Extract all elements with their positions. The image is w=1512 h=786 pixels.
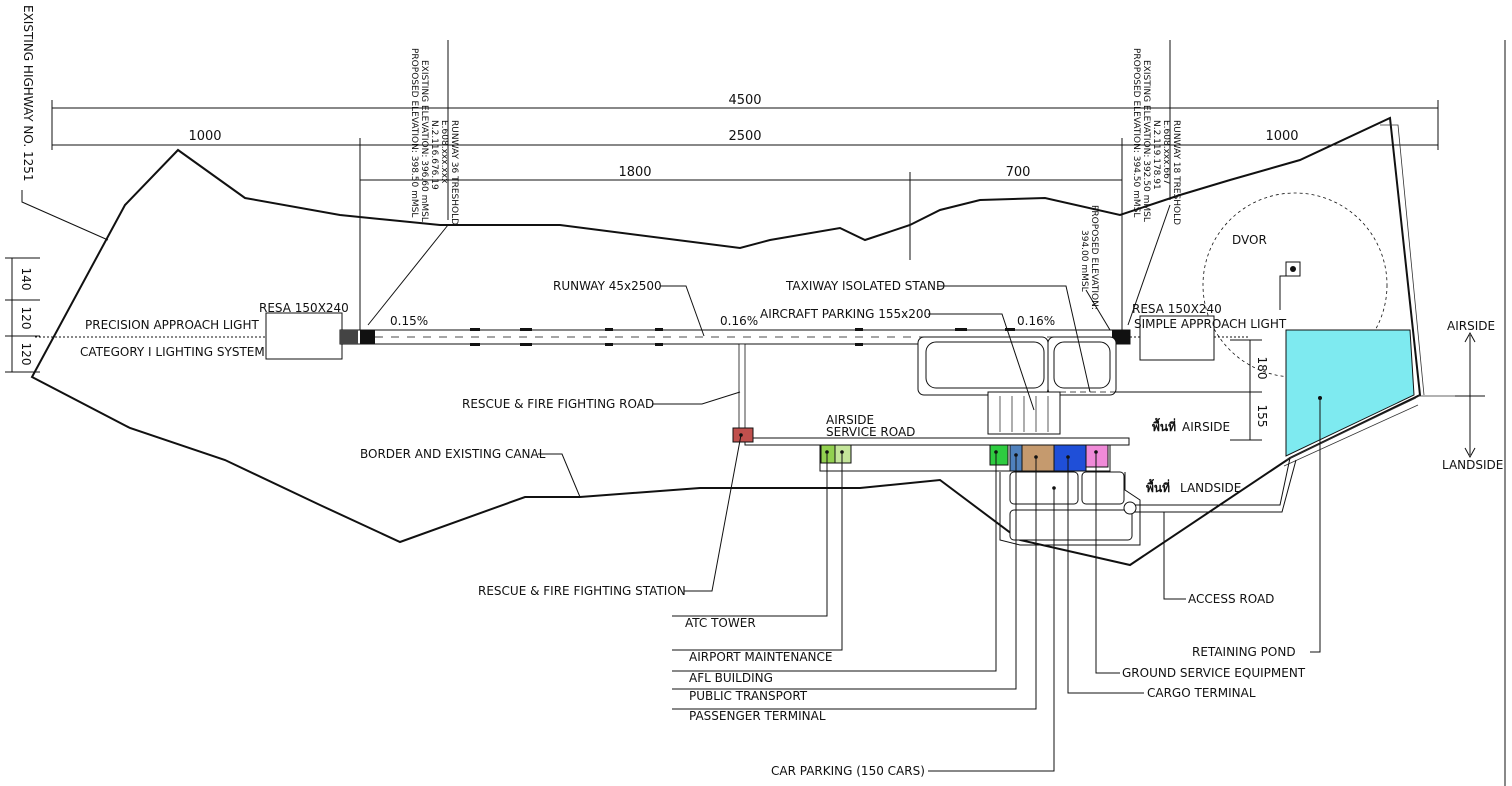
atc-tower-label: ATC TOWER	[685, 616, 756, 630]
airside-service-label: AIRSIDE	[826, 413, 874, 427]
dim-right: 1000	[1265, 129, 1298, 144]
dim-runway: 2500	[728, 129, 761, 144]
svg-text:RUNWAY 36 TRESHOLD: RUNWAY 36 TRESHOLD	[449, 120, 459, 225]
slope-3: 0.16%	[1017, 314, 1055, 328]
access-road	[1123, 457, 1297, 515]
cargo-terminal-label: CARGO TERMINAL	[1147, 686, 1256, 700]
landside-area-th: พื้นที่	[1146, 478, 1170, 495]
svg-text:PROPOSED ELEVATION: 394.50 mMS: PROPOSED ELEVATION: 394.50 mMSL	[1131, 48, 1141, 217]
car-parking	[999, 471, 1141, 546]
airside-area-th: พื้นที่	[1152, 417, 1176, 434]
dim-r1: 180	[1255, 357, 1269, 380]
service-road-label: SERVICE ROAD	[826, 425, 915, 439]
threshold-36-note: RUNWAY 36 TRESHOLD E.608.xxx.xxx N.2.116…	[367, 40, 459, 326]
rescue-road-label: RESCUE & FIRE FIGHTING ROAD	[462, 397, 654, 411]
taxiway-stand-label: TAXIWAY ISOLATED STAND	[785, 279, 945, 293]
landside-area-en: LANDSIDE	[1180, 481, 1241, 495]
dvor-label: DVOR	[1232, 233, 1267, 247]
svg-text:N.2.116.676.19: N.2.116.676.19	[429, 120, 439, 190]
dim-v3: 120	[19, 343, 33, 366]
rescue-station-label: RESCUE & FIRE FIGHTING STATION	[478, 584, 686, 598]
dim-seg1: 1800	[618, 165, 651, 180]
landside-arrow-label: LANDSIDE	[1442, 458, 1503, 472]
resa-right-label: RESA 150X240	[1132, 302, 1222, 316]
afl-building-label: AFL BUILDING	[689, 671, 773, 685]
access-road-label: ACCESS ROAD	[1188, 592, 1274, 606]
cargo-terminal	[1053, 444, 1087, 472]
dim-r2: 155	[1255, 405, 1269, 428]
airside-service-road	[744, 437, 1130, 446]
airport-maintenance	[834, 444, 852, 464]
passenger-terminal	[1021, 444, 1055, 472]
svg-text:EXISTING ELEVATION: 396.60 mMS: EXISTING ELEVATION: 396.60 mMSL	[419, 60, 429, 222]
passenger-terminal-label: PASSENGER TERMINAL	[689, 709, 826, 723]
svg-text:394.00 mMSL: 394.00 mMSL	[1079, 230, 1089, 292]
retaining-pond-label: RETAINING POND	[1192, 645, 1296, 659]
dim-v1: 140	[19, 268, 33, 291]
svg-text:E.608.xxx.667: E.608.xxx.667	[1161, 120, 1171, 185]
simple-light-label: SIMPLE APPROACH LIGHT	[1134, 317, 1287, 331]
site-boundary	[30, 116, 1422, 567]
border-canal-label: BORDER AND EXISTING CANAL	[360, 447, 546, 461]
slope-1: 0.15%	[390, 314, 428, 328]
car-parking-label: CAR PARKING (150 CARS)	[771, 764, 925, 778]
svg-text:E.608.xxx.xxx: E.608.xxx.xxx	[439, 120, 449, 184]
dim-left: 1000	[188, 129, 221, 144]
dim-seg2: 700	[1006, 165, 1031, 180]
cat-light-label: CATEGORY I LIGHTING SYSTEM	[80, 345, 265, 359]
proposed-elevation-label: PROPOSED ELEVATION:	[1089, 205, 1099, 310]
precision-light-label: PRECISION APPROACH LIGHT	[85, 318, 259, 332]
airport-maintenance-label: AIRPORT MAINTENANCE	[689, 650, 833, 664]
dim-total: 4500	[728, 93, 761, 108]
atc-tower	[820, 444, 836, 464]
svg-text:PROPOSED ELEVATION: 398.50 mMS: PROPOSED ELEVATION: 398.50 mMSL	[409, 48, 419, 217]
slope-2: 0.16%	[720, 314, 758, 328]
aircraft-parking-label: AIRCRAFT PARKING 155x200	[760, 307, 931, 321]
ground-service-label: GROUND SERVICE EQUIPMENT	[1122, 666, 1306, 680]
taxiway-and-apron	[917, 336, 1250, 435]
retaining-pond	[1285, 329, 1415, 457]
highway-label: EXISTING HIGHWAY NO. 1251	[21, 5, 35, 182]
public-transport-label: PUBLIC TRANSPORT	[689, 689, 808, 703]
svg-text:EXISTING ELEVATION: 392.50 mMS: EXISTING ELEVATION: 392.50 mMSL	[1141, 60, 1151, 222]
airside-landside-arrow	[1455, 331, 1485, 459]
rescue-road-link	[738, 343, 746, 435]
resa-right-box	[1139, 315, 1215, 361]
svg-text:N.2.119.178.91: N.2.119.178.91	[1151, 120, 1161, 190]
svg-text:RUNWAY 18 TRESHOLD: RUNWAY 18 TRESHOLD	[1171, 120, 1181, 225]
runway-label: RUNWAY 45x2500	[553, 279, 662, 293]
rescue-fire-station	[732, 427, 754, 443]
afl-building	[989, 444, 1009, 466]
resa-left-box	[265, 312, 343, 360]
resa-left-label: RESA 150X240	[259, 301, 349, 315]
threshold-18-note: RUNWAY 18 TRESHOLD E.608.xxx.667 N.2.119…	[1079, 40, 1181, 331]
airside-arrow-label: AIRSIDE	[1447, 319, 1495, 333]
dim-v2: 120	[19, 307, 33, 330]
ground-service-equipment	[1085, 444, 1109, 468]
dimension-lines: 4500 1000 2500 1000 1800 700 140 120 120…	[5, 93, 1439, 441]
airside-area-en: AIRSIDE	[1182, 420, 1230, 434]
